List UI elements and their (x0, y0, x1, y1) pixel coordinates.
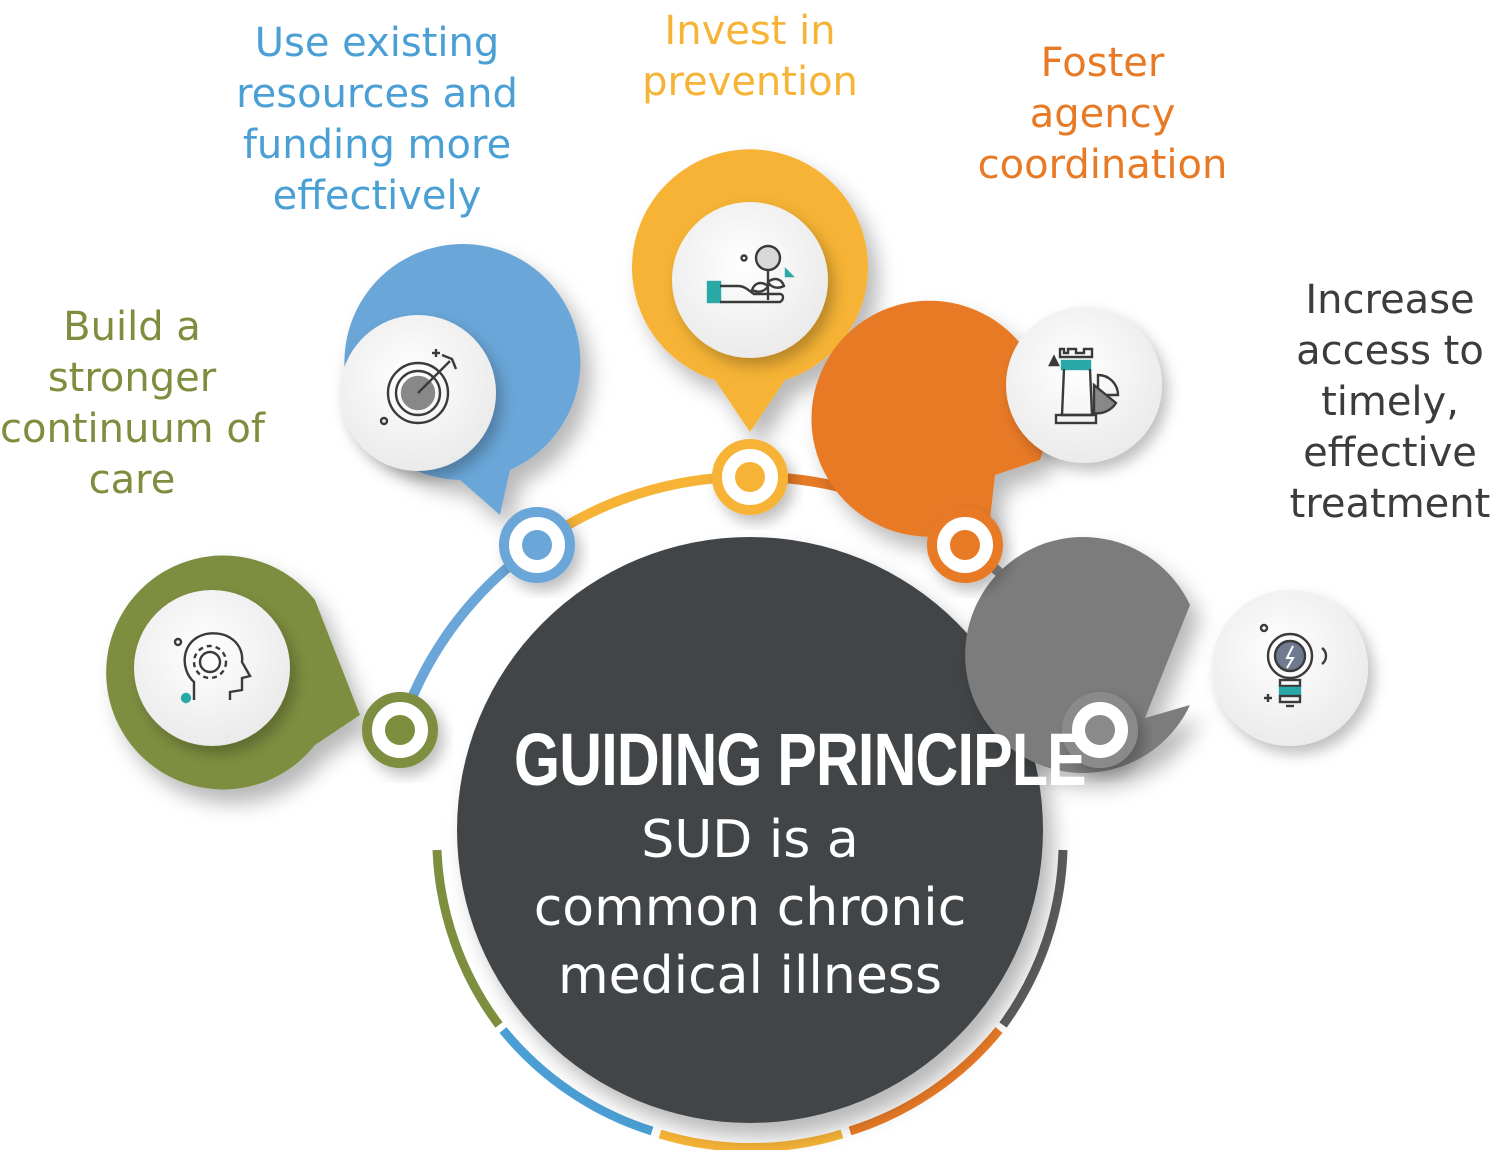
label-continuum-line: stronger (47, 355, 217, 401)
outer-ring-orange-arc (848, 1027, 1003, 1136)
node-prevention (712, 439, 788, 515)
label-prevention-line: prevention (642, 59, 858, 105)
outer-ring-blue-arc (499, 1027, 654, 1136)
head-gear-icon (173, 632, 252, 704)
outer-ring-green-arc (432, 849, 503, 1028)
label-coordination-line: agency (1029, 91, 1176, 137)
label-access: Increase access to timely, effective tre… (1285, 275, 1495, 530)
node-coordination (927, 507, 1003, 583)
label-continuum-line: care (88, 457, 176, 503)
outer-ring-gray-arc (999, 849, 1068, 1028)
center-subtitle-line: common chronic (533, 878, 967, 938)
label-access-line: Increase (1305, 277, 1475, 323)
center-subtitle-line: SUD is a (641, 810, 859, 870)
center-circle (457, 537, 1043, 1123)
label-coordination-line: coordination (977, 142, 1228, 188)
center-text: GUIDING PRINCIPLE SUD is a common chroni… (455, 718, 1087, 1010)
node-continuum (362, 692, 438, 768)
label-access-line: access to (1296, 328, 1484, 374)
node-resources (499, 507, 575, 583)
hand-money-plant-icon (706, 244, 795, 304)
bubble-resources (340, 244, 581, 515)
center-subtitle-line: medical illness (557, 946, 942, 1006)
outer-ring (432, 849, 1068, 1152)
label-resources: Use existing resources and funding more … (232, 18, 522, 222)
bubble-continuum (106, 555, 361, 790)
node-access (1062, 692, 1138, 768)
bubble-prevention-disc (672, 202, 828, 358)
chess-rook-chart-icon (1048, 347, 1120, 425)
bubble-coordination (811, 300, 1162, 537)
bubble-coordination-disc (1006, 307, 1162, 463)
label-prevention: Invest in prevention (620, 6, 880, 108)
outer-ring-yellow-arc (658, 1129, 844, 1152)
label-resources-line: effectively (272, 173, 482, 219)
center-subtitle: SUD is a common chronic medical illness (455, 806, 1045, 1010)
label-coordination: Foster agency coordination (965, 38, 1240, 191)
bubble-prevention (632, 149, 869, 432)
target-arrow-icon (379, 349, 458, 426)
bubble-continuum-disc (134, 590, 290, 746)
lightbulb-icon (1259, 623, 1328, 708)
label-continuum: Build a stronger continuum of care (0, 302, 265, 506)
label-coordination-line: Foster (1040, 40, 1165, 86)
ring-nodes (362, 439, 1138, 768)
label-access-line: timely, (1321, 379, 1459, 425)
label-continuum-line: Build a (63, 304, 201, 350)
label-resources-line: funding more (242, 122, 512, 168)
bubble-coordination-shape (811, 300, 1048, 537)
label-continuum-line: continuum of (0, 406, 265, 452)
label-resources-line: Use existing (254, 20, 500, 66)
label-access-line: treatment (1289, 481, 1491, 527)
label-resources-line: resources and (236, 71, 518, 117)
label-access-line: effective (1303, 430, 1477, 476)
label-prevention-line: Invest in (664, 8, 836, 54)
center-title: GUIDING PRINCIPLE (514, 718, 1087, 801)
